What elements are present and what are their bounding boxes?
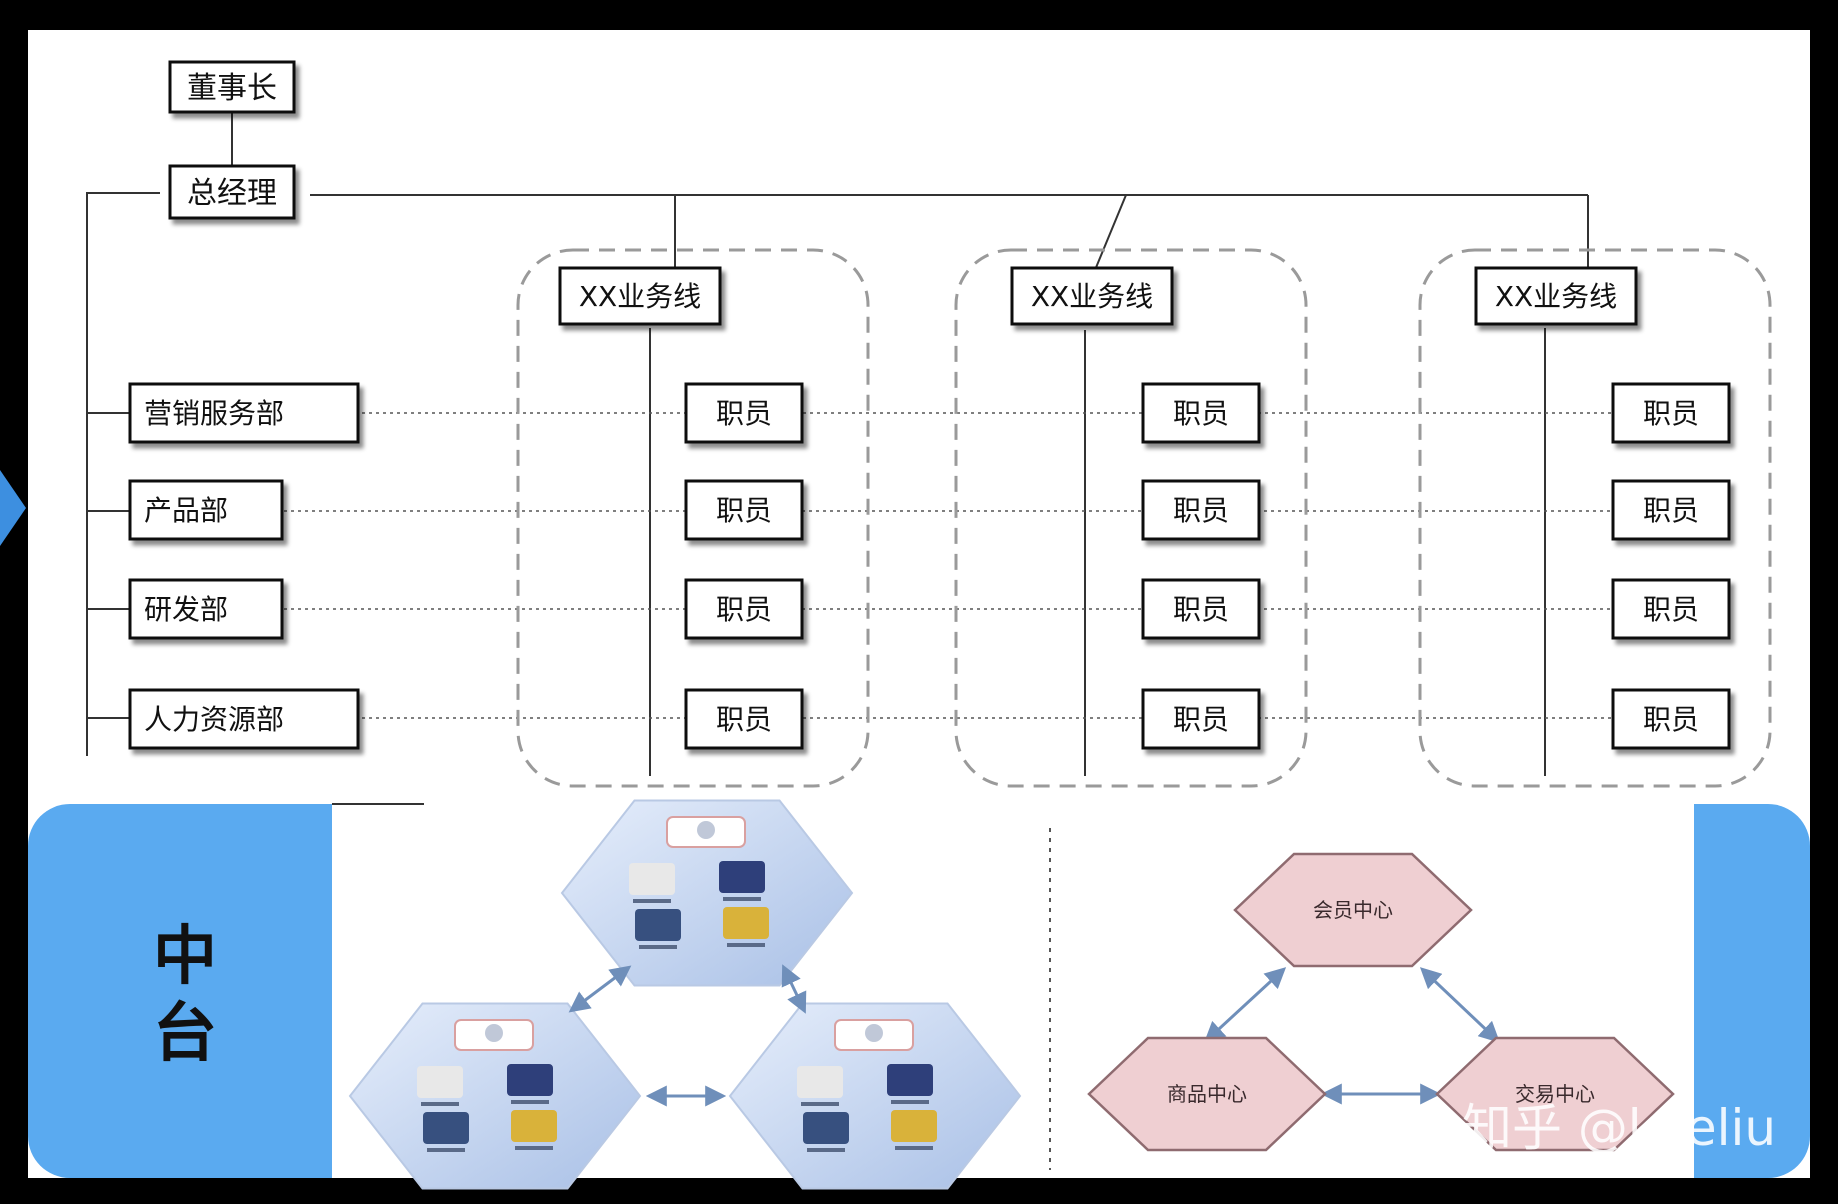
department-box-2: 产品部 [128,479,284,541]
employee-box-r2-c1: 职员 [684,479,804,541]
transaction-center-hexagon-label: 交易中心 [1515,1082,1595,1106]
employee-box-r4-c1: 职员 [684,688,804,750]
member-center-hexagon: 会员中心 [1233,852,1473,968]
department-box-1: 营销服务部 [128,382,360,444]
employee-box-r3-c1: 职员 [684,578,804,640]
team-link-arrow-1 [568,965,632,1013]
engineer-avatar-icon [629,863,675,903]
employee-box-r3-c2: 职员 [1141,578,1261,640]
member-center-hexagon-label: 会员中心 [1313,898,1393,922]
team-hexagon-1 [560,799,854,987]
general-manager-box: 总经理 [168,164,296,220]
engineer-avatar-icon [417,1066,463,1106]
center-link-arrow-2 [1419,967,1501,1043]
team-hexagon-3 [728,1002,1022,1190]
business-line-box-3-label: XX业务线 [1495,280,1617,313]
employee-box-r1-c1: 职员 [684,382,804,444]
employee-box-r2-c2: 职员 [1141,479,1261,541]
engineer-avatar-icon [797,1066,843,1106]
department-box-3: 研发部 [128,578,284,640]
department-box-3-label: 研发部 [144,593,228,626]
department-dotted-links [284,412,1612,719]
employee-box-r4-c1-label: 职员 [716,703,772,736]
business-line-box-2: XX业务线 [1010,266,1174,326]
team-link-arrow-2 [781,964,807,1014]
business-line-groups [516,248,1772,788]
team-hexagon-cluster [348,799,1022,1190]
developer-avatar-icon [719,861,765,901]
left-edge-arrow-icon [0,470,26,546]
department-box-4-label: 人力资源部 [144,703,284,736]
employee-box-r2-c3: 职员 [1611,479,1731,541]
employee-box-r1-c3-label: 职员 [1643,397,1699,430]
employee-box-r3-c1-label: 职员 [716,593,772,626]
developer-avatar-icon [507,1064,553,1104]
business-line-box-1: XX业务线 [558,266,722,326]
watermark: 知乎 @keeliu [1462,1099,1776,1157]
employee-box-r4-c2-label: 职员 [1173,703,1229,736]
ops-avatar-icon [723,907,769,947]
ops-avatar-icon [891,1110,937,1150]
employee-box-r4-c3: 职员 [1611,688,1731,750]
tester-avatar-icon [423,1112,469,1152]
employee-box-r4-c2: 职员 [1141,688,1261,750]
department-box-1-label: 营销服务部 [144,397,284,430]
developer-avatar-icon [887,1064,933,1104]
employee-box-r1-c2: 职员 [1141,382,1261,444]
department-box-2-label: 产品部 [144,494,228,527]
middle-platform-title-char-1: 中 [153,920,217,994]
tester-avatar-icon [803,1112,849,1152]
center-link-arrow-1 [1203,967,1287,1043]
general-manager-box-label: 总经理 [187,176,277,211]
connector-lines [86,112,1589,805]
chairman-box: 董事长 [168,60,296,114]
product-center-hexagon-label: 商品中心 [1167,1082,1247,1106]
employee-box-r2-c3-label: 职员 [1643,494,1699,527]
product-center-hexagon: 商品中心 [1087,1036,1327,1152]
ops-avatar-icon [511,1110,557,1150]
employee-box-r2-c2-label: 职员 [1173,494,1229,527]
employee-box-r1-c2-label: 职员 [1173,397,1229,430]
team-hexagon-2 [348,1002,642,1190]
employee-box-r3-c3: 职员 [1611,578,1731,640]
employee-box-r1-c3: 职员 [1611,382,1731,444]
employee-box-r3-c2-label: 职员 [1173,593,1229,626]
employee-box-r4-c3-label: 职员 [1643,703,1699,736]
business-line-box-2-label: XX业务线 [1031,280,1153,313]
tester-avatar-icon [635,909,681,949]
employee-box-r1-c1-label: 职员 [716,397,772,430]
department-box-4: 人力资源部 [128,688,360,750]
middle-platform-title-char-2: 台 [153,997,217,1071]
chairman-box-label: 董事长 [187,71,277,106]
business-line-box-1-label: XX业务线 [579,280,701,313]
transaction-center-hexagon: 交易中心 [1435,1036,1675,1152]
employee-box-r2-c1-label: 职员 [716,494,772,527]
business-line-box-3: XX业务线 [1474,266,1638,326]
employee-box-r3-c3-label: 职员 [1643,593,1699,626]
